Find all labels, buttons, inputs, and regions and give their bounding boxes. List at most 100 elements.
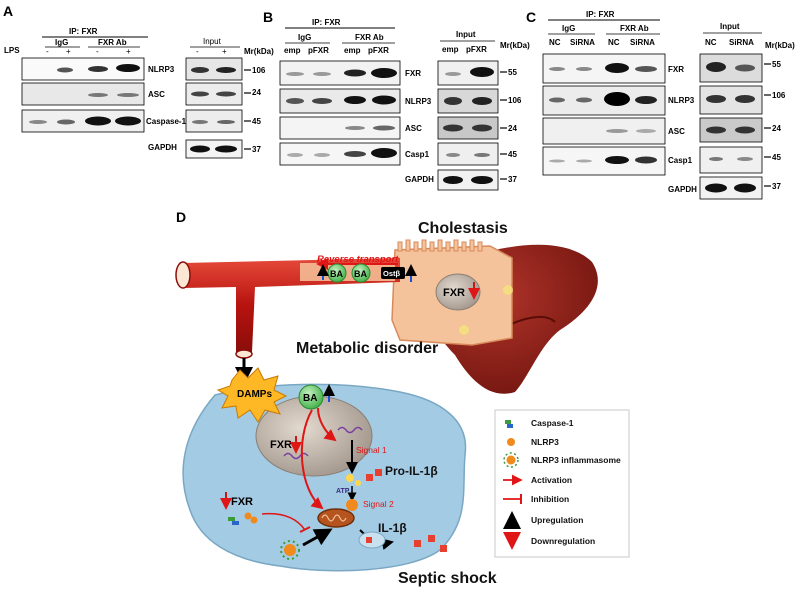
bile-acid	[351, 263, 371, 283]
panel-b-label: B	[263, 9, 273, 25]
blot-casp1-ip	[279, 142, 401, 166]
band	[215, 145, 237, 153]
mw-value: 37	[252, 145, 261, 154]
flow-arrow	[302, 528, 333, 547]
mitochondrion-icon	[317, 508, 355, 528]
activation-arrow	[317, 407, 337, 442]
mw-value: 106	[508, 96, 522, 105]
il1b-icon	[414, 540, 421, 547]
input-header: Input	[720, 22, 740, 31]
ba-label: BA	[303, 393, 317, 404]
damps-label: DAMPs	[237, 389, 272, 400]
fxr-label: FXR	[270, 439, 292, 451]
band	[116, 64, 140, 72]
band	[344, 151, 366, 157]
pro-il1b-icon	[366, 474, 373, 481]
lane-sign: -	[96, 47, 99, 56]
mw-value: 55	[772, 60, 781, 69]
nlrp3-inflammasome-icon	[506, 455, 516, 465]
band	[191, 67, 209, 73]
band	[605, 63, 629, 73]
input-blot-gapdh	[185, 139, 243, 159]
band	[636, 129, 656, 133]
mitochondrion-cristae	[321, 514, 347, 522]
panel-d-label: D	[176, 209, 186, 225]
il1b-label: IL-1β	[378, 521, 407, 535]
group-fxr-ab: FXR Ab	[620, 24, 649, 33]
hepatocyte-nucleus	[435, 273, 481, 311]
dna-icon	[283, 452, 309, 460]
signal1-label: Signal 1	[356, 445, 387, 455]
il1b-icon	[366, 537, 372, 543]
input-blot-casp1	[699, 146, 763, 174]
band	[371, 68, 397, 78]
mw-value: 45	[252, 117, 261, 126]
nlrp3-icon	[244, 512, 252, 520]
vessel-lumen	[175, 261, 191, 289]
lane-label: pFXR	[308, 46, 329, 55]
fxr-label: FXR	[443, 287, 465, 299]
blot-nlrp3-ip	[21, 57, 145, 81]
row-label: Caspase-1	[146, 117, 187, 126]
band	[88, 93, 108, 97]
ostb-label: Ostβ	[383, 269, 401, 278]
band	[373, 125, 395, 131]
band	[472, 124, 492, 132]
row-label: GAPDH	[405, 175, 434, 184]
lane-label: pFXR	[368, 46, 389, 55]
band	[286, 98, 304, 104]
band	[735, 95, 755, 103]
row-label: NLRP3	[405, 97, 432, 106]
band	[371, 148, 397, 158]
caspase-1-icon	[232, 521, 239, 525]
input-sign: +	[222, 47, 227, 56]
row-label: NLRP3	[668, 96, 695, 105]
dna-icon	[337, 426, 363, 434]
input-sign: -	[196, 47, 199, 56]
band	[576, 67, 592, 71]
microvilli	[397, 239, 483, 252]
mw-value: 24	[508, 124, 517, 133]
lps-label: LPS	[4, 46, 20, 55]
vesicle	[355, 480, 361, 486]
group-fxr-ab: FXR Ab	[355, 33, 384, 42]
band	[576, 159, 592, 163]
vessel-interior	[300, 263, 395, 281]
group-igg: IgG	[298, 33, 311, 42]
band	[444, 97, 462, 105]
ba-label: BA	[330, 269, 343, 279]
band	[472, 97, 492, 105]
mw-unit: Mr(kDa)	[244, 47, 274, 56]
band	[345, 126, 365, 130]
panel-c-label: C	[526, 9, 536, 25]
band	[216, 67, 236, 73]
input-header: Input	[203, 37, 222, 46]
inhibition-line	[261, 512, 306, 531]
row-label: Casp1	[668, 156, 693, 165]
lane-sign: +	[126, 47, 131, 56]
band	[706, 126, 726, 134]
band	[635, 96, 657, 104]
band	[57, 67, 73, 73]
row-label: FXR	[405, 69, 421, 78]
band	[635, 156, 657, 164]
metabolic-disorder-title: Metabolic disorder	[296, 340, 438, 357]
row-label: Casp1	[405, 150, 430, 159]
canaliculus	[503, 285, 513, 295]
input-lane: pFXR	[466, 45, 487, 54]
band	[443, 124, 463, 132]
ip-header: IP: FXR	[312, 18, 341, 27]
legend-item: NLRP3	[531, 437, 559, 447]
row-label: ASC	[148, 90, 165, 99]
input-header: Input	[456, 30, 476, 39]
band	[192, 120, 208, 124]
panel-a-label: A	[3, 3, 13, 19]
band	[549, 159, 565, 163]
fxr-label: FXR	[231, 496, 253, 508]
legend-item: Activation	[531, 475, 572, 485]
input-blot-asc	[185, 82, 243, 106]
band	[88, 66, 108, 72]
lane-sign: +	[66, 47, 71, 56]
blot-asc-ip	[21, 82, 145, 106]
input-blot-nlrp3	[185, 57, 243, 81]
